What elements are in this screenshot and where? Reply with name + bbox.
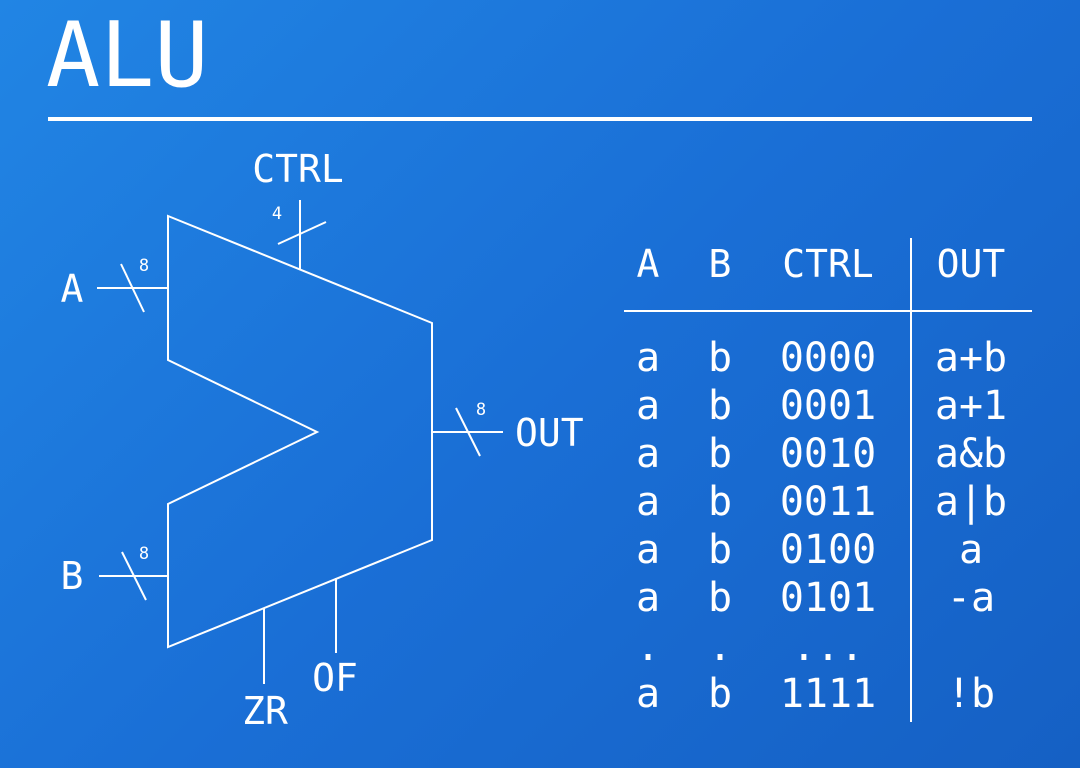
out-bus-slash bbox=[455, 407, 481, 457]
table-cell-ctrl: 0010 bbox=[779, 431, 877, 477]
table-cell-out: a bbox=[958, 527, 984, 573]
b-label: B bbox=[61, 554, 84, 598]
truth-table: A B CTRL OUT a b 0000 a+b a b 0001 a+1 a… bbox=[624, 238, 1032, 722]
table-cell-out: a+1 bbox=[934, 383, 1008, 429]
alu-body bbox=[167, 214, 433, 649]
table-cell-out: a&b bbox=[934, 431, 1008, 477]
table-cell-a: a bbox=[635, 527, 661, 573]
out-bus-width: 8 bbox=[476, 400, 486, 420]
table-cell-ctrl: 0100 bbox=[779, 527, 877, 573]
table-cell-out: -a bbox=[946, 575, 996, 621]
table-cell-ctrl: 0011 bbox=[779, 479, 877, 525]
a-bus-slash bbox=[120, 263, 145, 313]
ctrl-label: CTRL bbox=[252, 147, 344, 191]
table-cell-ctrl: ... bbox=[791, 624, 865, 670]
table-cell-out: a+b bbox=[934, 335, 1008, 381]
table-cell-a: a bbox=[635, 479, 661, 525]
of-label: OF bbox=[312, 656, 358, 700]
table-header-divider bbox=[624, 310, 1032, 312]
table-cell-out: !b bbox=[946, 671, 996, 717]
ctrl-bus-width: 4 bbox=[272, 204, 282, 224]
page-title: ALU bbox=[46, 3, 209, 108]
table-cell-ctrl: 1111 bbox=[779, 671, 877, 717]
table-cell-ctrl: 0000 bbox=[779, 335, 877, 381]
table-cell-b: b bbox=[707, 383, 733, 429]
header-a: A bbox=[636, 242, 660, 286]
header-ctrl: CTRL bbox=[782, 242, 874, 286]
a-bus-width: 8 bbox=[139, 256, 149, 276]
table-cell-out: a|b bbox=[934, 479, 1008, 525]
b-bus-slash bbox=[121, 551, 147, 601]
table-cell-b: b bbox=[707, 335, 733, 381]
table-cell-ctrl: 0001 bbox=[779, 383, 877, 429]
table-cell-a: a bbox=[635, 671, 661, 717]
b-bus-width: 8 bbox=[139, 544, 149, 564]
table-cell-a: a bbox=[635, 431, 661, 477]
header-out: OUT bbox=[936, 242, 1006, 286]
out-label: OUT bbox=[515, 411, 584, 455]
zr-label: ZR bbox=[242, 689, 288, 733]
table-cell-a: a bbox=[635, 383, 661, 429]
table-cell-b: b bbox=[707, 479, 733, 525]
table-cell-ctrl: 0101 bbox=[779, 575, 877, 621]
table-cell-b: b bbox=[707, 671, 733, 717]
table-column-divider bbox=[910, 238, 912, 722]
header-b: B bbox=[708, 242, 732, 286]
table-cell-b: b bbox=[707, 431, 733, 477]
table-cell-b: b bbox=[707, 527, 733, 573]
table-cell-a: . bbox=[635, 624, 661, 670]
table-cell-a: a bbox=[635, 335, 661, 381]
ctrl-bus-slash bbox=[277, 221, 327, 245]
table-cell-b: b bbox=[707, 575, 733, 621]
table-cell-b: . bbox=[707, 624, 733, 670]
table-cell-a: a bbox=[635, 575, 661, 621]
title-divider bbox=[48, 117, 1032, 121]
a-label: A bbox=[61, 267, 84, 311]
